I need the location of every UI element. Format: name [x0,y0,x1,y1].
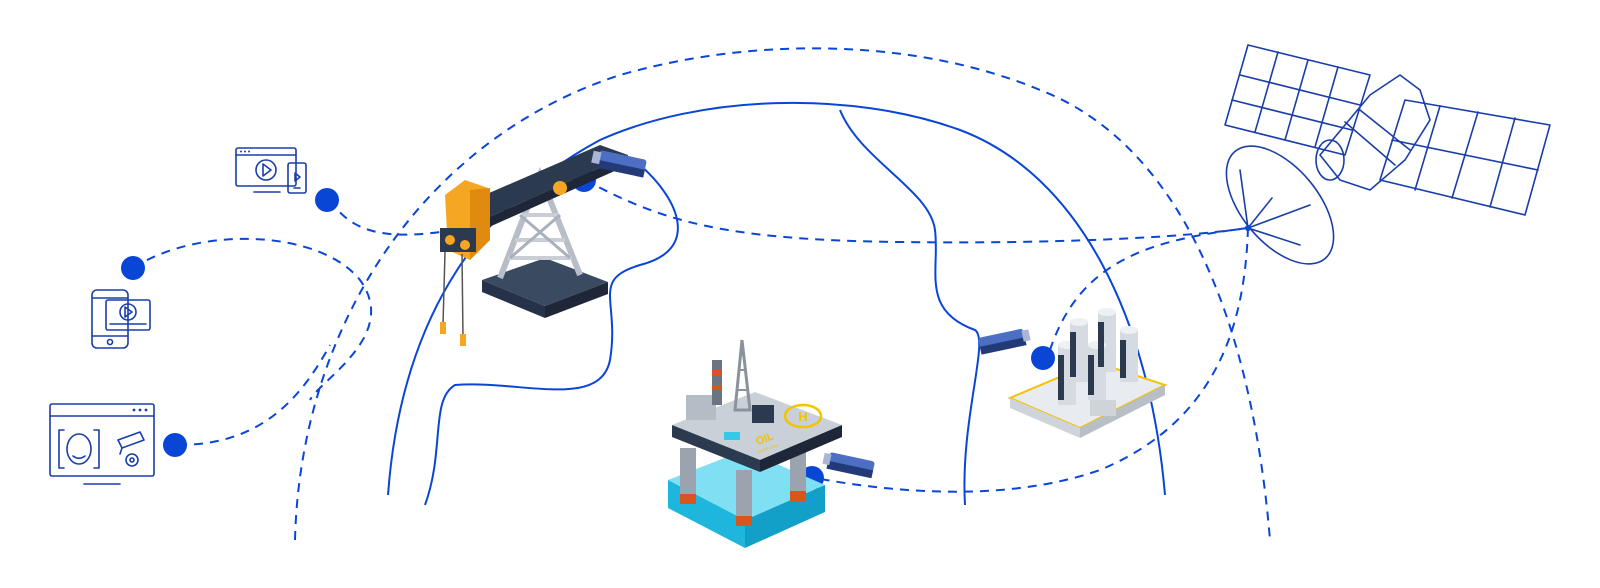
satellite-icon [1224,44,1551,265]
refinery-tanks-icon [1007,308,1168,438]
mobile-video-icon [91,289,151,349]
link-pumpjack-to-satellite [584,179,1249,244]
link-satellite-to-platform [814,227,1249,493]
link-monitor-to-pumpjack [329,199,441,236]
link-satellite-to-refinery [1049,227,1249,351]
node-phone [121,256,145,280]
offshore-oil-platform-icon: H OIL PLATFORM [668,339,842,548]
surveillance-camera-icon [822,452,875,479]
face-recognition-browser-icon [49,403,155,485]
coastlines [387,101,1166,506]
continent-left-outline [424,164,679,506]
helipad-letter: H [798,409,807,424]
continent-right-outline [839,109,981,506]
node-browser [163,433,187,457]
surveillance-camera-icon [591,150,647,178]
node-monitor [315,188,339,212]
surveillance-camera-icon [978,328,1031,355]
connection-lines [132,47,1271,541]
node-refinery [1031,346,1055,370]
pumpjack-icon [440,145,628,346]
link-phone-to-browser [132,237,373,401]
platform-logo-text: OIL [754,430,776,448]
globe-horizon-arc [387,101,1166,496]
outer-dashed-arc [294,47,1271,541]
connection-nodes [121,168,1055,490]
link-browser-node [177,344,331,446]
video-streaming-devices-icon [235,147,307,194]
